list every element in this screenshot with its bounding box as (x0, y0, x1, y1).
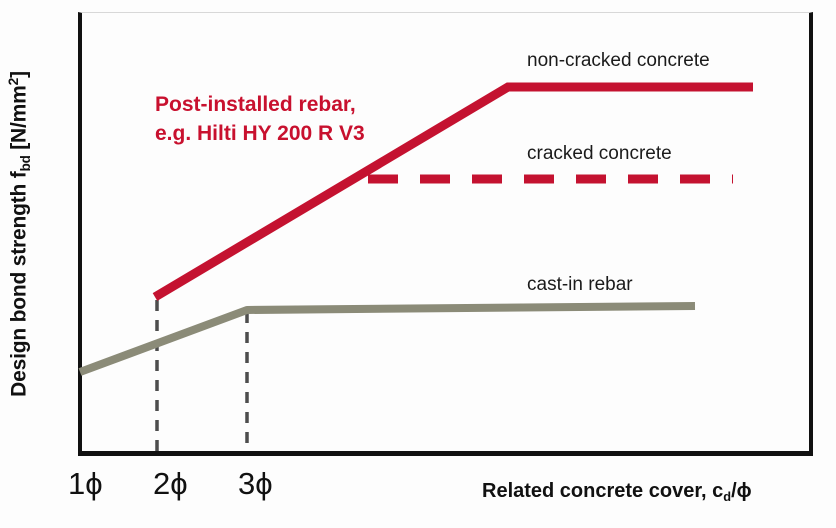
series-label-cast-in-rebar: cast-in rebar (527, 274, 633, 295)
annotation-post-installed-rebar: Post-installed rebar, e.g. Hilti HY 200 … (155, 91, 365, 149)
x-axis-title-subscript: d (723, 489, 732, 505)
x-tick-label-1phi: 1ϕ (68, 466, 103, 501)
x-axis-title-tail: /ϕ (731, 480, 752, 502)
series-label-cracked-concrete: cracked concrete (527, 143, 672, 164)
annotation-line-1: Post-installed rebar, (155, 93, 356, 116)
x-axis-title-main: Related concrete cover, c (482, 480, 724, 502)
x-axis-title: Related concrete cover, cd/ϕ (482, 480, 752, 504)
plot-frame (78, 12, 813, 456)
series-label-non-cracked-concrete: non-cracked concrete (527, 50, 710, 71)
y-axis-title-unit-open: [N/mm (7, 85, 31, 156)
y-axis-title: Design bond strength fbd [N/mm2] (5, 0, 33, 528)
y-axis-title-unit-close: ] (7, 71, 31, 78)
y-axis-title-subscript: bd (17, 155, 33, 172)
y-axis-title-main: Design bond strength f (7, 171, 31, 397)
annotation-line-2: e.g. Hilti HY 200 R V3 (155, 121, 365, 145)
y-axis-title-unit-exponent: 2 (5, 77, 22, 86)
x-tick-label-2phi: 2ϕ (153, 466, 188, 501)
x-tick-label-3phi: 3ϕ (238, 466, 273, 501)
